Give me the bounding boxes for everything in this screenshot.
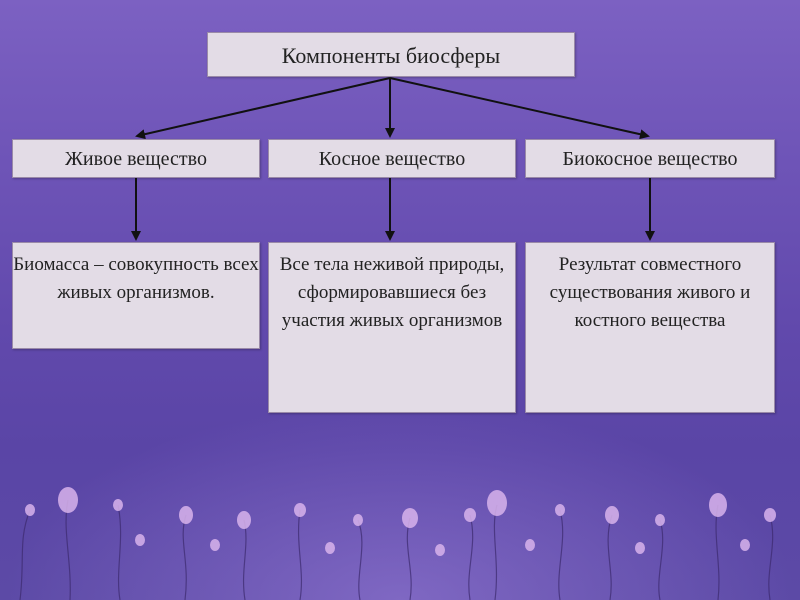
arrow-to-bioinert: [389, 77, 650, 140]
background-glow: [0, 400, 800, 600]
diagram-title: Компоненты биосферы: [207, 32, 575, 77]
description-living-matter: Биомасса – совокупность всех живых орган…: [12, 242, 260, 349]
category-living-matter: Живое вещество: [12, 139, 260, 178]
category-bioinert-matter: Биокосное вещество: [525, 139, 775, 178]
arrow-to-living: [135, 77, 391, 140]
category-inert-matter: Косное вещество: [268, 139, 516, 178]
description-bioinert-matter: Результат совместного существования живо…: [525, 242, 775, 413]
description-inert-matter: Все тела неживой природы, сформировавшие…: [268, 242, 516, 413]
